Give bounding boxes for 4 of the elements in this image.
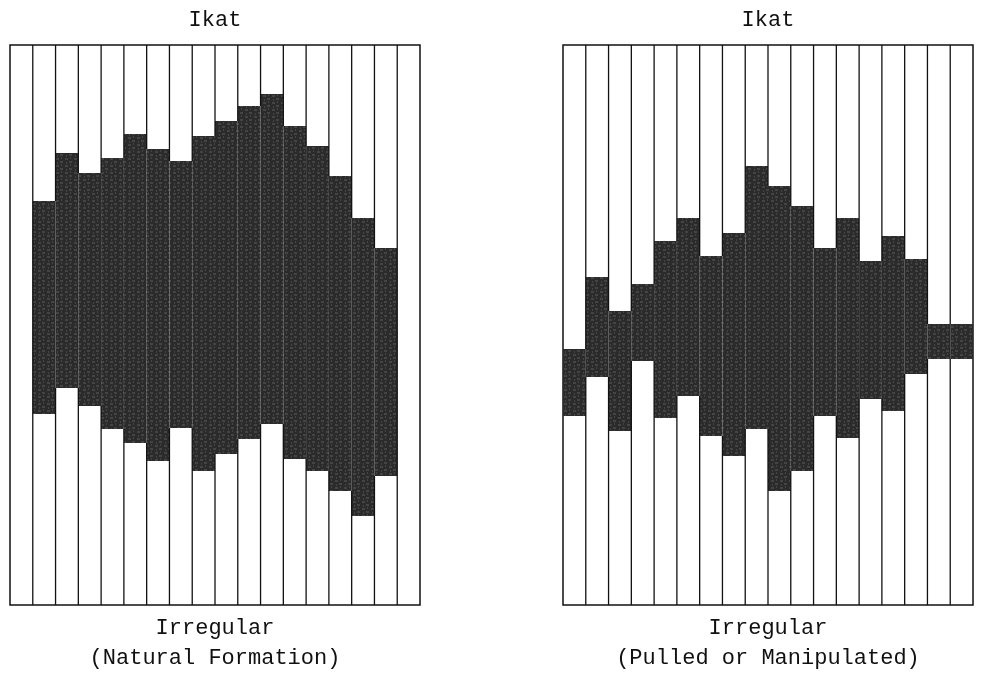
panel-title: Ikat [187, 7, 243, 35]
panel-caption: Irregular (Natural Formation) [88, 615, 342, 673]
panel-title: Ikat [740, 7, 796, 35]
panel-caption: Irregular (Pulled or Manipulated) [615, 615, 921, 673]
